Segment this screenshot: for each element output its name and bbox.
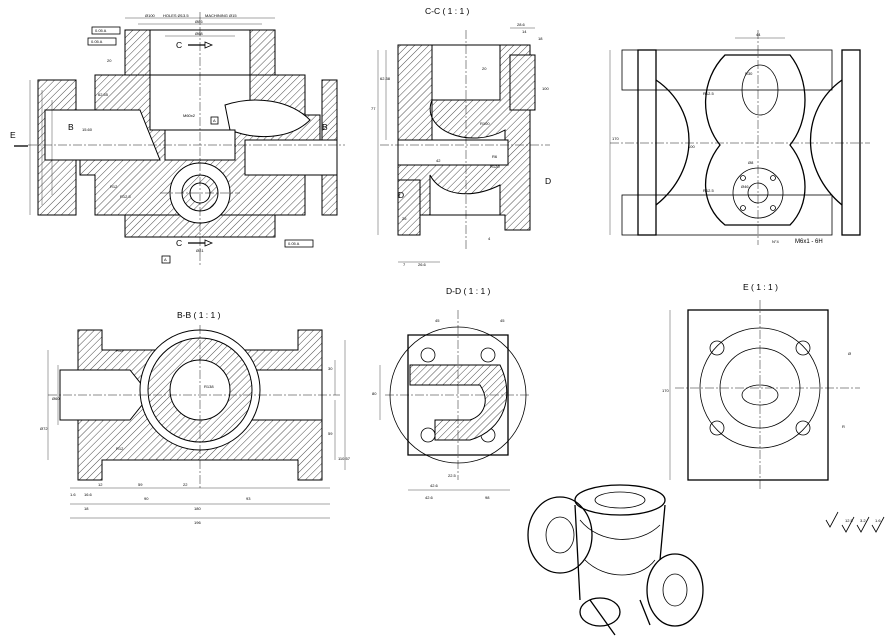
bolt-hole-3 bbox=[740, 205, 746, 211]
bb-dim-30: 30 bbox=[328, 366, 333, 371]
dim-inner-dia: Ø68 bbox=[195, 31, 203, 36]
datum-a-bottom: A bbox=[164, 257, 167, 262]
section-b-right-label: B bbox=[322, 122, 328, 132]
cc-dim-26: 26.6 bbox=[418, 262, 427, 267]
tr-thread-spec: M6x1 - 6H bbox=[795, 239, 823, 245]
dim-radius-2: R12.5 bbox=[120, 194, 131, 199]
e-dim-170: 170 bbox=[662, 388, 669, 393]
cc-dim-18: 18 bbox=[538, 36, 543, 41]
dd-dim-98: 98 bbox=[485, 495, 490, 500]
tolerance-frame-1: 0.05 A bbox=[95, 28, 107, 33]
bb-dim-12: 12 bbox=[98, 482, 103, 487]
datum-a-top: A bbox=[213, 118, 216, 123]
bb-dim-r12-bottom: R12 bbox=[116, 446, 124, 451]
bb-dim-d60: Ø60 bbox=[52, 396, 60, 401]
cc-dim-62: 62.38 bbox=[380, 76, 391, 81]
bb-dim-59: 59 bbox=[328, 431, 333, 436]
finish-1.6: 1.6 bbox=[875, 518, 881, 523]
cc-dim-14: 14 bbox=[522, 29, 527, 34]
tr-dim-r30: R30 bbox=[745, 71, 753, 76]
dim-outer-dia: Ø86 bbox=[195, 19, 203, 24]
section-cc-view: C-C ( 1 : 1 ) 28.6 14 18 20 100 62.38 77… bbox=[371, 6, 551, 267]
tr-dim-r12-1: R12.5 bbox=[703, 91, 714, 96]
dim-flange-dia: Ø100 bbox=[145, 13, 156, 18]
e-dim-dia: Ø bbox=[848, 351, 851, 356]
bb-dim-1.6: 1.6 bbox=[70, 492, 76, 497]
bb-dim-22: 22 bbox=[183, 482, 188, 487]
tr-dim-170: 170 bbox=[612, 136, 619, 141]
tolerance-frame-2: 0.05 A bbox=[91, 39, 103, 44]
dd-dim-22: 22.5 bbox=[448, 473, 457, 478]
dim-holes: HOLES Ø13.5 bbox=[163, 13, 189, 18]
dd-dim-80: 80 bbox=[372, 391, 377, 396]
tr-dim-100: 100 bbox=[688, 144, 695, 149]
cc-dim-r120: R120 bbox=[490, 164, 500, 169]
dim-radius-1: R12 bbox=[110, 184, 118, 189]
top-right-view: 44 R30 R12.5 R12.5 Ø46 Ø8 N°4 170 100 M6… bbox=[609, 30, 870, 245]
bb-dim-110: 110.57 bbox=[338, 456, 351, 461]
bb-dim-90: 90 bbox=[144, 496, 149, 501]
dd-dim-45-1: 45 bbox=[435, 318, 440, 323]
dd-dim-42-1: 42.6 bbox=[430, 483, 439, 488]
cc-dim-r6: R6 bbox=[492, 154, 498, 159]
e-dim-radius: R bbox=[842, 424, 845, 429]
front-section-view: C C B B E Ø100 HOLES Ø13.5 MACHINING Ø15… bbox=[10, 12, 345, 265]
section-cc-title: C-C ( 1 : 1 ) bbox=[425, 6, 470, 16]
cc-dim-20: 20 bbox=[482, 66, 487, 71]
section-c-top-label: C bbox=[176, 40, 182, 50]
bolt-hole-1 bbox=[740, 175, 746, 181]
tr-dim-n4: N°4 bbox=[772, 239, 779, 244]
section-c-bottom-label: C bbox=[176, 238, 182, 248]
bb-dim-r12-top: R12 bbox=[116, 348, 124, 353]
cc-dim-42: 42 bbox=[436, 158, 441, 163]
bb-dim-59-bottom: 59 bbox=[138, 482, 143, 487]
cc-dim-4: 4 bbox=[488, 236, 491, 241]
cc-dim-100: 100 bbox=[542, 86, 549, 91]
finish-3.2: 3.2 bbox=[860, 518, 866, 523]
section-b-left-label: B bbox=[68, 122, 74, 132]
section-d-label: D bbox=[545, 176, 551, 186]
dd-dim-45-2: 45 bbox=[500, 318, 505, 323]
isometric-view bbox=[527, 484, 704, 636]
dim-thread: M60x2 bbox=[183, 113, 196, 118]
cc-dim-7: 7 bbox=[403, 262, 406, 267]
bb-dim-r138: R138 bbox=[204, 384, 214, 389]
dim-top-height: 20 bbox=[107, 58, 112, 63]
dd-dim-42-2: 42.6 bbox=[425, 495, 434, 500]
bb-dim-196: 196 bbox=[194, 520, 201, 525]
bolt-hole-2 bbox=[770, 175, 776, 181]
view-e: E ( 1 : 1 ) 170 Ø R bbox=[662, 282, 860, 490]
surface-finish-legend: 12.5 3.2 1.6 bbox=[825, 511, 885, 533]
cc-dim-top: 28.6 bbox=[517, 22, 526, 27]
dim-left-offset: 15.60 bbox=[82, 127, 93, 132]
bb-dim-16.6: 16.6 bbox=[84, 492, 93, 497]
cc-dim-77: 77 bbox=[371, 106, 376, 111]
tr-dim-44: 44 bbox=[756, 32, 761, 37]
cc-dim-r100: R100 bbox=[480, 121, 490, 126]
dim-bottom-dia: Ø81 bbox=[196, 248, 204, 253]
section-dd-view: D-D ( 1 : 1 ) 80 45 45 22.5 42.6 42.6 98 bbox=[372, 286, 530, 500]
section-d-label-2: D bbox=[398, 190, 404, 200]
tr-dim-d46: Ø46 bbox=[741, 184, 749, 189]
tr-dim-r12-2: R12.5 bbox=[703, 188, 714, 193]
finish-12.5: 12.5 bbox=[845, 518, 854, 523]
dim-machining: MACHINING Ø15 bbox=[205, 13, 237, 18]
bolt-hole-4 bbox=[770, 205, 776, 211]
bb-dim-18: 18 bbox=[84, 506, 89, 511]
section-bb-view: B-B ( 1 : 1 ) R12 R138 R12 Ø60 Ø72 30 59… bbox=[40, 310, 351, 525]
section-bb-title: B-B ( 1 : 1 ) bbox=[177, 310, 221, 320]
cc-dim-25: 25 bbox=[402, 216, 407, 221]
section-dd-title: D-D ( 1 : 1 ) bbox=[446, 286, 491, 296]
bb-dim-180: 180 bbox=[194, 506, 201, 511]
tr-dim-d8: Ø8 bbox=[748, 160, 754, 165]
view-e-title: E ( 1 : 1 ) bbox=[743, 282, 778, 292]
dim-left-length: 62.55 bbox=[98, 92, 109, 97]
view-e-label: E bbox=[10, 130, 16, 140]
tolerance-frame-3: 0.05 A bbox=[288, 241, 300, 246]
bb-dim-d72: Ø72 bbox=[40, 426, 48, 431]
bb-dim-93: 93 bbox=[246, 496, 251, 501]
